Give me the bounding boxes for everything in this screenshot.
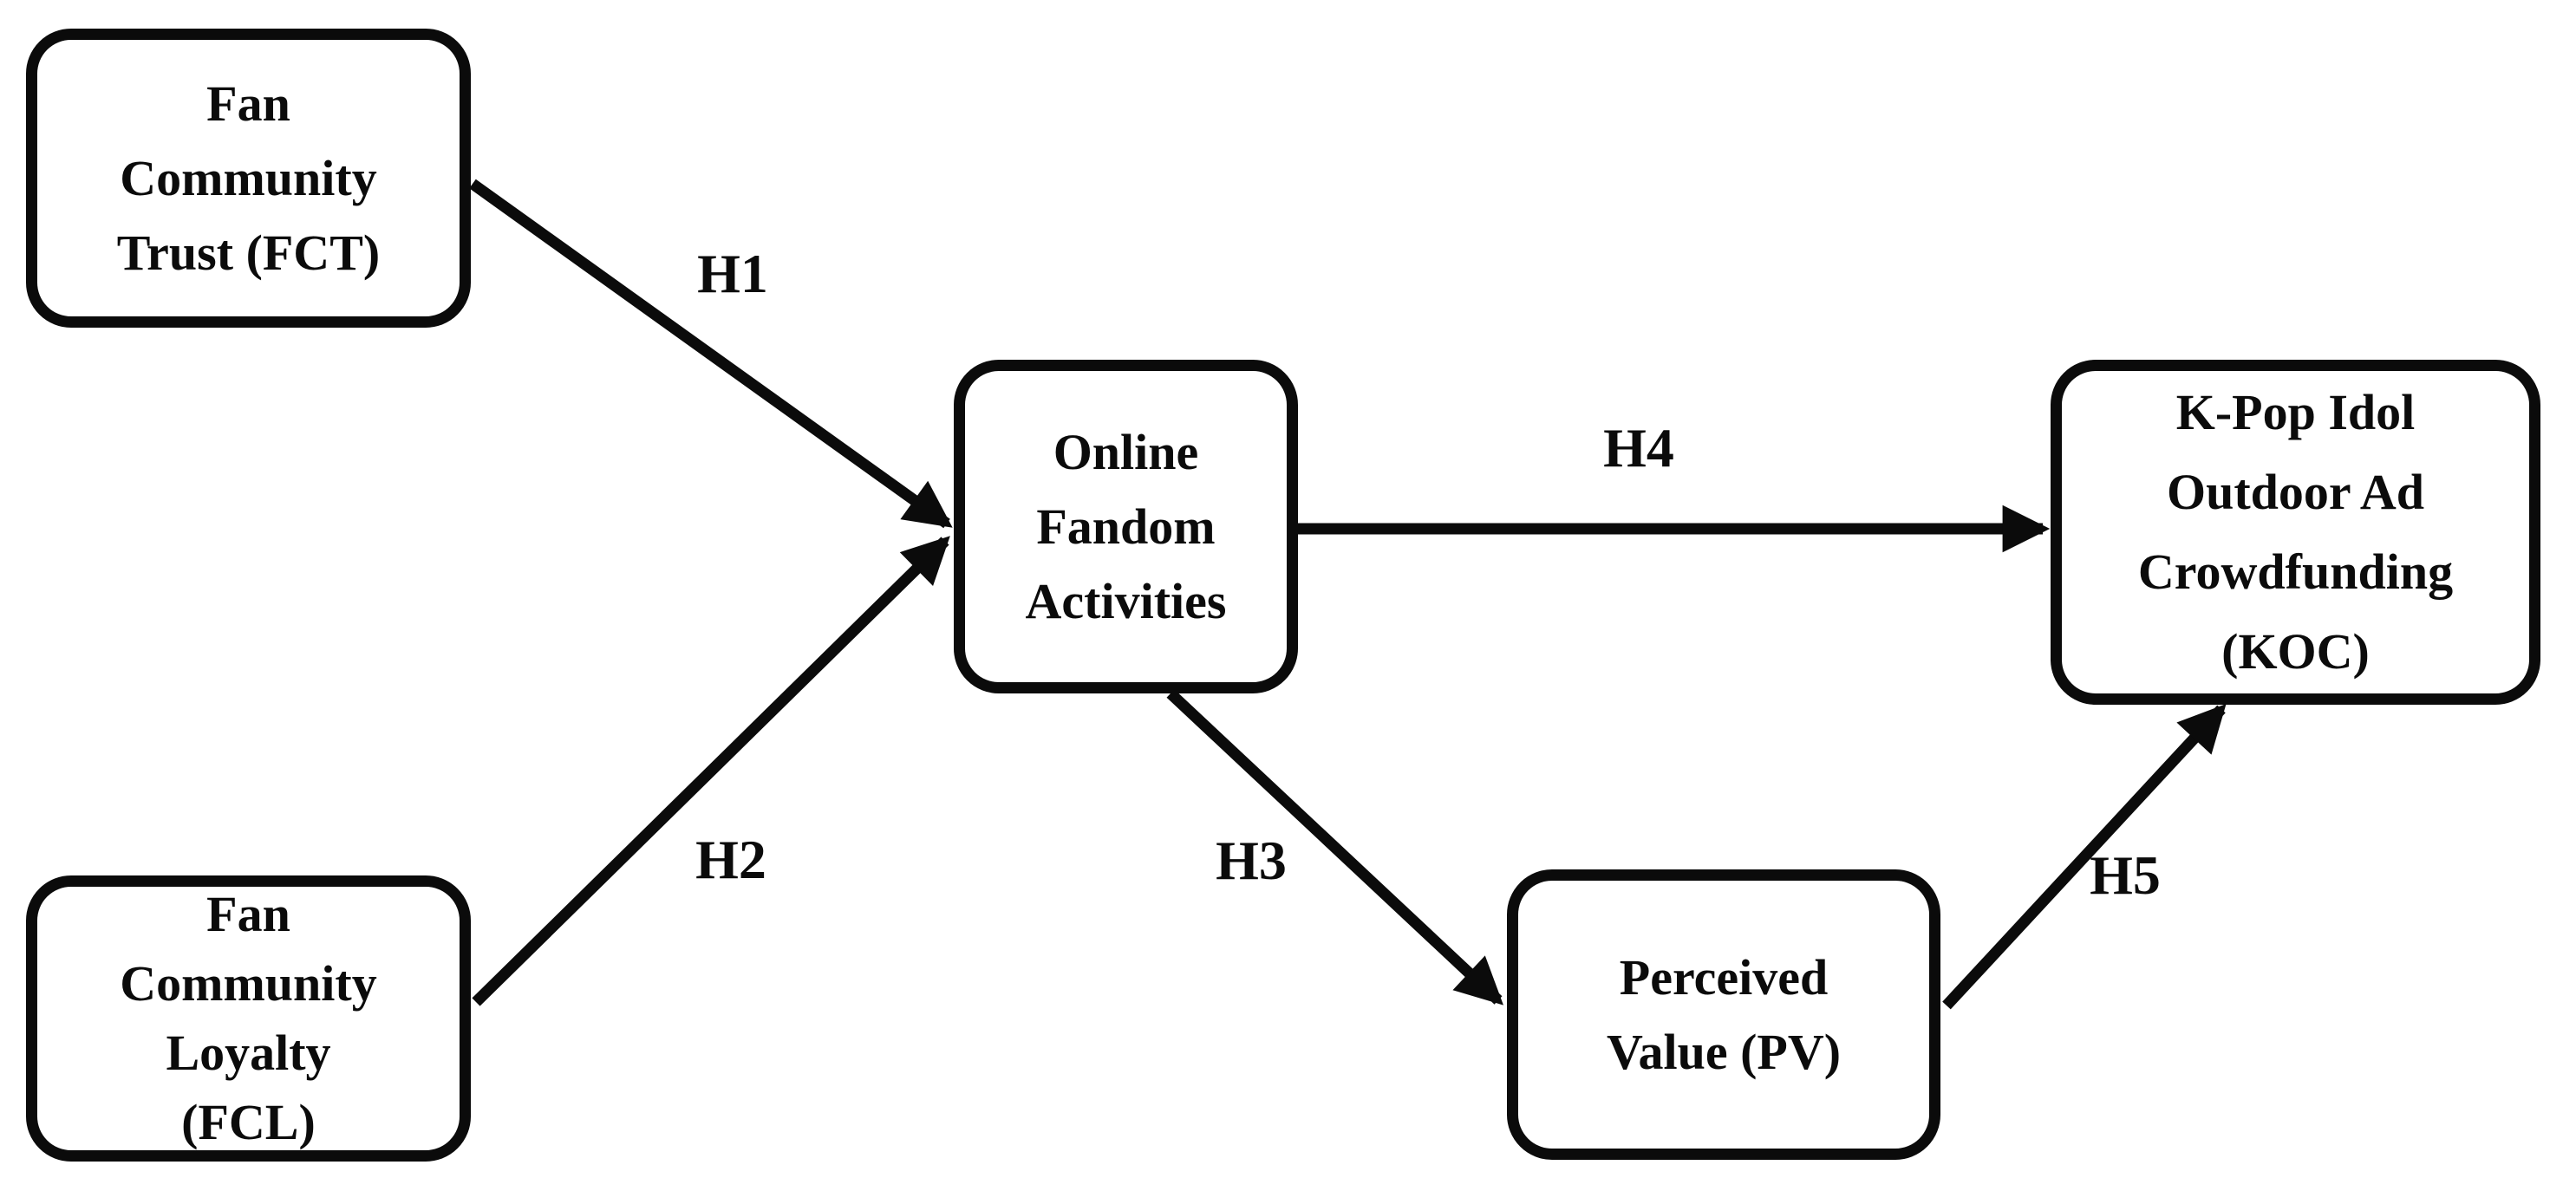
node-online-fandom-activities-label: Online Fandom Activities <box>1025 423 1227 629</box>
node-kpop-idol-outdoor-ad-crowdfunding: K-Pop Idol Outdoor Ad Crowdfunding (KOC) <box>2051 360 2540 705</box>
node-online-fandom-activities: Online Fandom Activities <box>954 360 1298 693</box>
edge-h1-arrow <box>469 179 953 529</box>
edge-h4-label: H4 <box>1603 417 1674 478</box>
node-fan-community-trust-label: Fan Community Trust (FCT) <box>116 75 381 281</box>
node-perceived-value: Perceived Value (PV) <box>1507 869 1940 1160</box>
edge-h3-arrow <box>1166 689 1503 1006</box>
node-fan-community-trust: Fan Community Trust (FCT) <box>26 29 471 328</box>
edge-h2-arrow <box>472 536 950 1006</box>
node-fan-community-loyalty: Fan Community Loyalty (FCL) <box>26 875 471 1162</box>
node-perceived-value-label: Perceived Value (PV) <box>1606 948 1842 1080</box>
edge-h1-label: H1 <box>697 243 768 304</box>
edge-h2-label: H2 <box>695 829 766 890</box>
edge-h5-label: H5 <box>2090 844 2161 906</box>
node-kpop-idol-outdoor-ad-crowdfunding-label: K-Pop Idol Outdoor Ad Crowdfunding (KOC) <box>2137 384 2454 680</box>
edge-h3-label: H3 <box>1216 830 1287 891</box>
edge-h5-arrow <box>1942 703 2227 1010</box>
node-fan-community-loyalty-label: Fan Community Loyalty (FCL) <box>120 886 377 1150</box>
